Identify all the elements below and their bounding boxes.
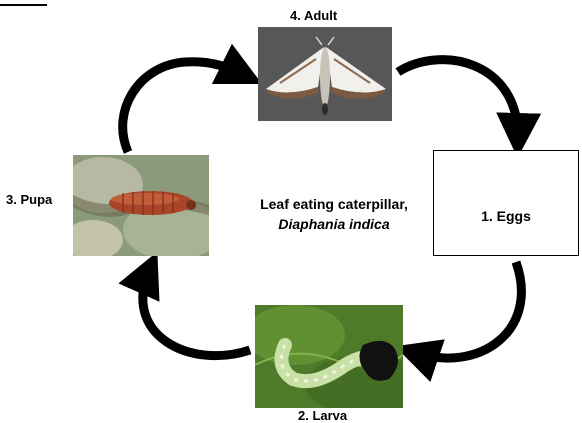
stage-label-adult: 4. Adult <box>290 8 337 23</box>
center-title: Leaf eating caterpillar, Diaphania indic… <box>234 194 434 234</box>
moth-photo-art <box>258 27 392 121</box>
arrow-pupa-to-adult <box>123 62 246 152</box>
larva-photo <box>255 305 403 408</box>
pupa-photo-art <box>73 155 209 256</box>
center-title-line1: Leaf eating caterpillar, <box>234 194 434 214</box>
arrow-adult-to-eggs <box>398 60 518 140</box>
stage-label-pupa: 3. Pupa <box>6 192 52 207</box>
arrow-eggs-to-larva <box>412 262 521 358</box>
stage-label-eggs: 1. Eggs <box>434 208 578 224</box>
stage-label-larva: 2. Larva <box>298 408 347 423</box>
arrow-larva-to-pupa <box>143 268 250 356</box>
eggs-stage-box: 1. Eggs <box>433 150 579 256</box>
adult-moth-photo <box>258 27 392 121</box>
center-species-name: Diaphania indica <box>234 214 434 234</box>
pupa-photo <box>73 155 209 256</box>
caterpillar-photo-art <box>255 305 403 408</box>
